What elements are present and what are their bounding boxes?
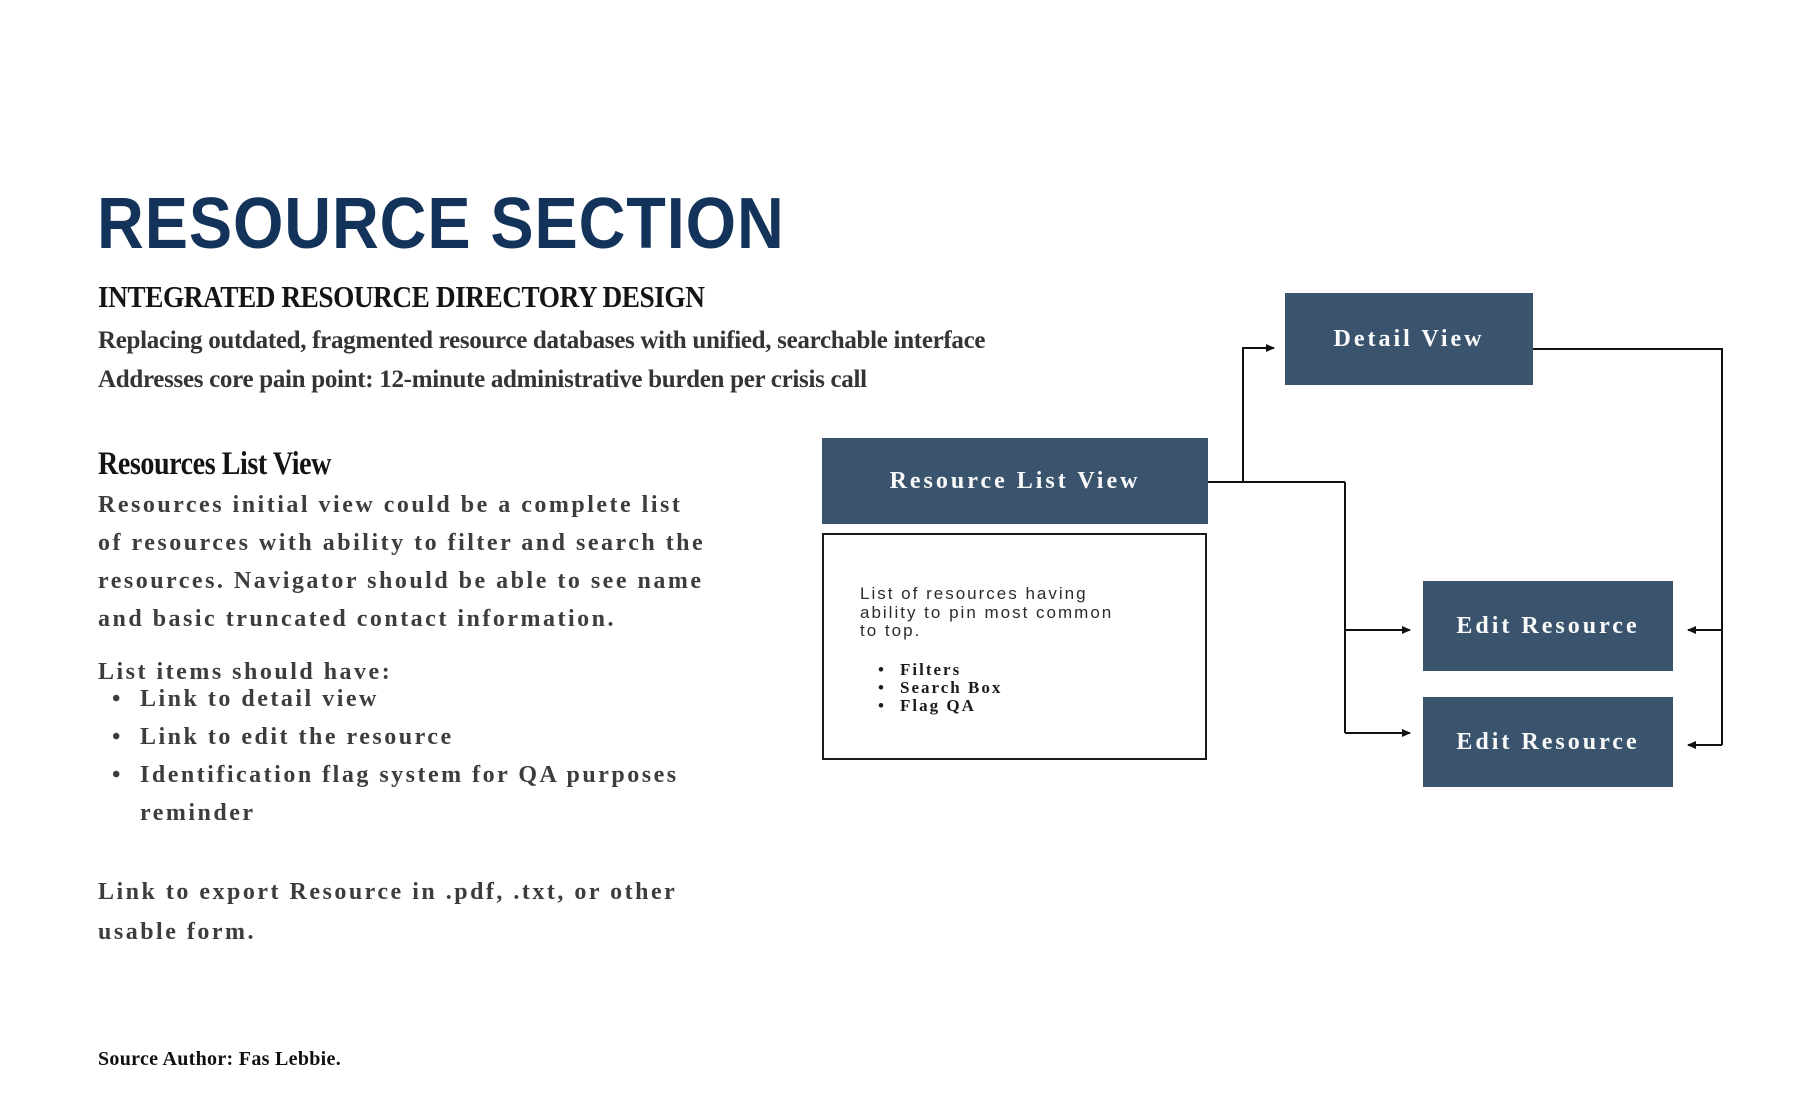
connector-to-detail-view bbox=[1242, 344, 1275, 482]
note-list-item: Search Box bbox=[878, 679, 1002, 698]
connector-detail-right-trunk bbox=[1533, 348, 1723, 745]
overview-heading: INTEGRATED RESOURCE DIRECTORY DESIGN bbox=[98, 278, 705, 314]
edit-resource-top-label: Edit Resource bbox=[1456, 612, 1640, 639]
edit-resource-node-top: Edit Resource bbox=[1423, 581, 1673, 671]
listview-heading: Resources List View bbox=[98, 446, 331, 482]
note-list-item: Filters bbox=[878, 661, 1002, 680]
list-item: Identification flag system for QA purpos… bbox=[110, 756, 679, 832]
resource-list-note-box: List of resources having ability to pin … bbox=[822, 533, 1207, 760]
page-title: RESOURCE SECTION bbox=[97, 184, 785, 265]
list-item: Link to edit the resource bbox=[110, 718, 679, 756]
note-text: List of resources having ability to pin … bbox=[860, 584, 1114, 640]
note-list-item: Flag QA bbox=[878, 697, 1002, 716]
source-credit: Source Author: Fas Lebbie. bbox=[98, 1048, 341, 1070]
export-note-text: Link to export Resource in .pdf, .txt, o… bbox=[98, 879, 678, 945]
resource-list-view-label: Resource List View bbox=[889, 467, 1141, 494]
listview-description: Resources initial view could be a comple… bbox=[98, 492, 706, 632]
requirement-list: Link to detail view Link to edit the res… bbox=[110, 680, 679, 832]
detail-view-label: Detail View bbox=[1333, 325, 1485, 352]
edit-resource-bottom-label: Edit Resource bbox=[1456, 728, 1640, 755]
detail-view-node: Detail View bbox=[1285, 293, 1533, 385]
edit-resource-node-bottom: Edit Resource bbox=[1423, 697, 1673, 787]
overview-intro-text: Replacing outdated, fragmented resource … bbox=[98, 327, 986, 393]
resource-list-view-node: Resource List View bbox=[822, 438, 1208, 524]
note-feature-list: Filters Search Box Flag QA bbox=[878, 661, 1002, 716]
list-item: Link to detail view bbox=[110, 680, 679, 718]
